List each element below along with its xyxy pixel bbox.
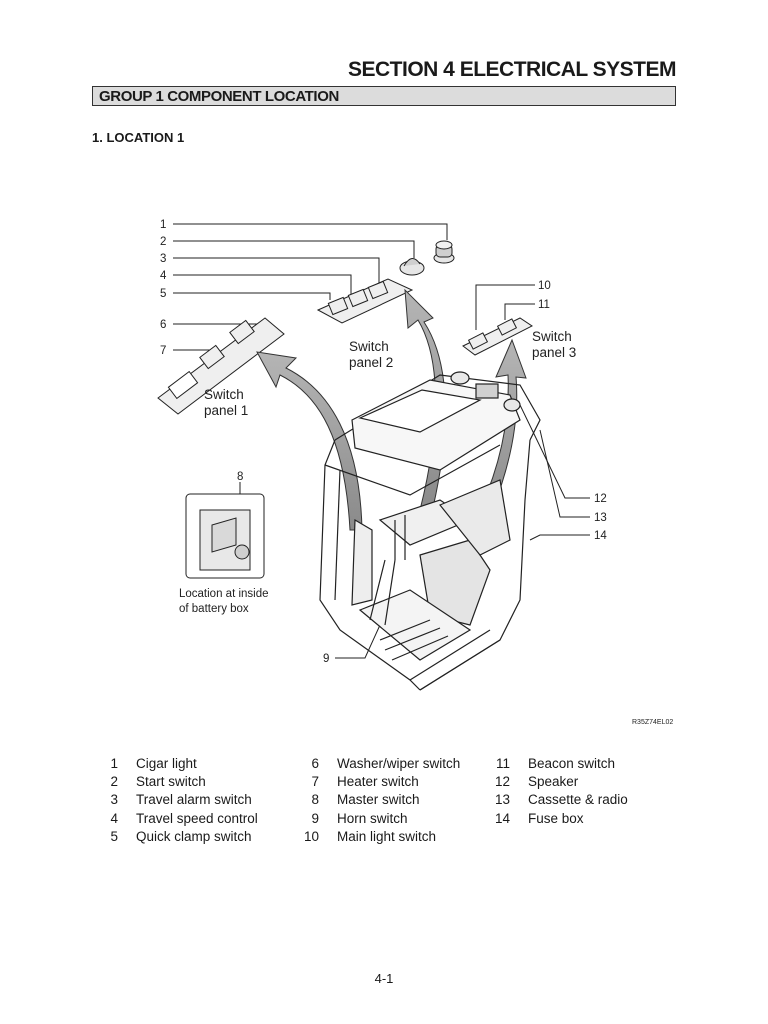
figure-code: R35Z74EL02 bbox=[632, 719, 673, 726]
cab-drawing bbox=[319, 371, 541, 691]
component-location-diagram: 1 2 3 4 5 6 7 8 9 10 11 12 13 14 Switch … bbox=[157, 219, 673, 726]
callout-3: 3 bbox=[160, 253, 166, 265]
switch-panel-1-label-line2: panel 1 bbox=[204, 403, 248, 418]
group-title: GROUP 1 COMPONENT LOCATION bbox=[99, 88, 339, 105]
callout-14: 14 bbox=[594, 530, 607, 542]
section-title: SECTION 4 ELECTRICAL SYSTEM bbox=[348, 58, 677, 81]
callout-6: 6 bbox=[160, 319, 166, 331]
callout-5: 5 bbox=[160, 288, 166, 300]
callout-4: 4 bbox=[160, 270, 167, 282]
callout-12: 12 bbox=[594, 493, 607, 505]
switch-panel-1-label-line1: Switch bbox=[204, 387, 244, 402]
switch-panel-3-drawing bbox=[462, 317, 533, 356]
page-number: 4-1 bbox=[374, 971, 394, 986]
callout-11: 11 bbox=[538, 299, 550, 311]
switch-panel-3-label-line1: Switch bbox=[532, 329, 572, 344]
location-heading: 1. LOCATION 1 bbox=[92, 130, 185, 145]
callout-8: 8 bbox=[237, 471, 243, 483]
callout-2: 2 bbox=[160, 236, 166, 248]
callout-7: 7 bbox=[160, 345, 166, 357]
callout-13: 13 bbox=[594, 512, 607, 524]
switch-panel-2-drawing bbox=[316, 278, 414, 324]
start-switch-icon bbox=[399, 258, 425, 276]
callout-1: 1 bbox=[160, 219, 166, 231]
cigar-light-icon bbox=[433, 240, 455, 264]
switch-panel-2-label-line2: panel 2 bbox=[349, 355, 393, 370]
battery-note-line2: of battery box bbox=[179, 603, 249, 615]
group-title-bar: GROUP 1 COMPONENT LOCATION bbox=[92, 86, 676, 106]
switch-panel-2-label-line1: Switch bbox=[349, 339, 389, 354]
callout-10: 10 bbox=[538, 280, 551, 292]
battery-box-inset bbox=[185, 493, 265, 579]
switch-panel-1-drawing bbox=[157, 317, 285, 415]
callout-9: 9 bbox=[323, 653, 329, 665]
battery-note-line1: Location at inside bbox=[179, 588, 269, 600]
switch-panel-3-label-line2: panel 3 bbox=[532, 345, 576, 360]
